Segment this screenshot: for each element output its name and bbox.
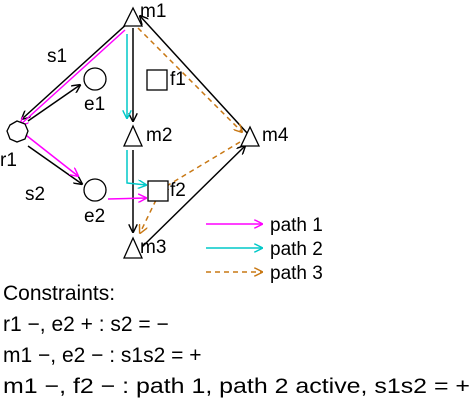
legend-path3-label: path 3 — [270, 263, 323, 284]
constraints: Constraints: r1 −, e2 + : s2 = − m1 −, e… — [3, 282, 470, 398]
path2-m2-f2 — [126, 150, 146, 185]
path-1-arrows — [20, 29, 146, 199]
node-r1-octagon — [6, 120, 29, 143]
label-m3: m3 — [140, 237, 166, 258]
path-2-arrows — [127, 34, 146, 185]
label-s1: s1 — [47, 46, 67, 67]
nodes — [6, 6, 261, 259]
constraint-line-2: m1 −, e2 − : s1s2 = + — [3, 344, 201, 367]
node-f1-square — [146, 69, 168, 91]
node-f2-square — [147, 180, 169, 202]
edges — [22, 16, 249, 248]
path1-e2-f2 — [107, 198, 146, 199]
node-m1-triangle — [122, 6, 144, 27]
label-f1: f1 — [170, 69, 186, 90]
label-m1: m1 — [140, 1, 166, 22]
legend-path2-label: path 2 — [270, 239, 323, 260]
label-e1: e1 — [84, 94, 105, 115]
edge-r1-e1 — [27, 85, 80, 122]
label-m2: m2 — [146, 125, 172, 146]
edge-r1-e2 — [27, 145, 82, 184]
edge-m3-m4 — [141, 146, 245, 248]
edge-m4-m1 — [140, 16, 249, 135]
node-e1-circle — [83, 67, 107, 91]
label-e2: e2 — [84, 206, 105, 227]
path3-m4-f2 — [160, 141, 241, 190]
legend-path1-label: path 1 — [270, 215, 323, 236]
node-e2-circle — [83, 178, 107, 202]
path3-f2-m3 — [140, 199, 157, 233]
constraint-line-3: m1 −, f2 − : path 1, path 2 active, s1s2… — [3, 375, 470, 398]
node-m2-triangle — [122, 124, 144, 147]
label-r1: r1 — [0, 150, 17, 171]
path1-r1-e2 — [21, 131, 78, 176]
edge-m1-r1 — [22, 21, 130, 119]
label-m4: m4 — [262, 125, 289, 146]
node-m3-triangle — [122, 236, 144, 259]
node-labels: m1 m2 m3 m4 f1 f2 e1 e2 r1 s1 s2 — [0, 1, 289, 258]
path3-m1-m4 — [137, 27, 242, 132]
path1-m1-r1 — [20, 29, 126, 125]
label-s2: s2 — [25, 184, 45, 205]
node-m4-triangle — [239, 125, 261, 147]
constraints-title: Constraints: — [3, 282, 115, 305]
label-f2: f2 — [170, 180, 186, 201]
constraint-line-1: r1 −, e2 + : s2 = − — [3, 313, 169, 336]
path-3-arrows — [137, 27, 242, 233]
legend: path 1 path 2 path 3 — [206, 215, 323, 284]
